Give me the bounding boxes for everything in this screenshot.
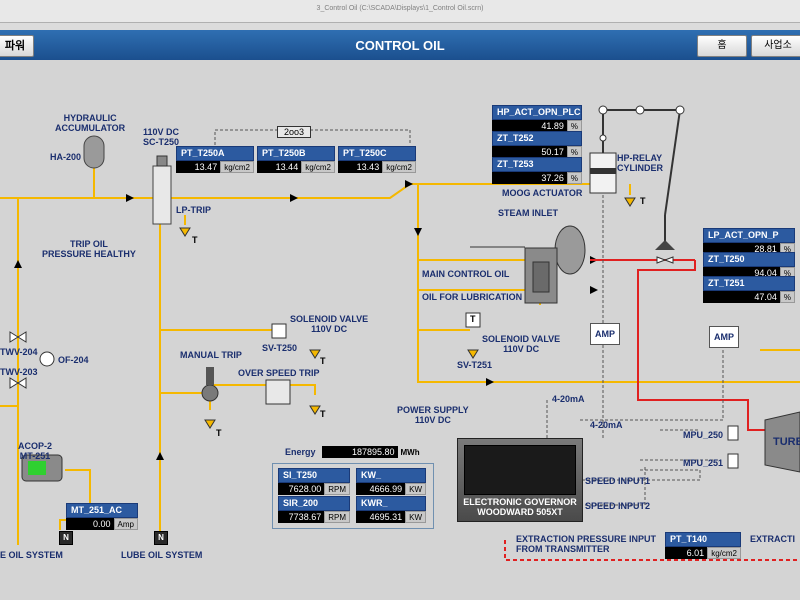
of204-label: OF-204: [58, 355, 89, 365]
power-tab[interactable]: 파워: [0, 35, 34, 57]
steam-inlet-label: STEAM INLET: [498, 208, 558, 218]
turbine-label: TURB: [773, 436, 800, 448]
zt-t252-display[interactable]: ZT_T252 50.17%: [492, 131, 582, 158]
instrument-lines: [214, 129, 724, 506]
accumulator-label: HYDRAULIC ACCUMULATOR: [55, 113, 126, 133]
ma1-label: 4-20mA: [552, 394, 585, 404]
ha200-label: HA-200: [50, 152, 82, 162]
home-button[interactable]: 홈: [697, 35, 747, 57]
overspeed-trip-icon: [265, 379, 291, 405]
solenoid-s-label: T: [470, 314, 476, 324]
filter-icon: [39, 351, 55, 367]
extraction-label: EXTRACTION PRESSURE INPUT FROM TRANSMITT…: [516, 534, 657, 554]
lube-oil-system-left-label: E OIL SYSTEM: [0, 550, 63, 560]
solenoid-valve-icon: [271, 323, 287, 339]
twv203-label: TWV-203: [0, 367, 38, 377]
header-bar: CONTROL OIL: [0, 30, 800, 60]
twv204-label: TWV-204: [0, 347, 38, 357]
accumulator-icon: [83, 135, 105, 169]
sv-t251-label: SV-T251: [457, 360, 493, 370]
drain-t3: T: [320, 356, 326, 366]
flow-arrows: [14, 180, 598, 460]
steam-valve-icon: [554, 225, 586, 275]
voting-label: 2oo3: [277, 126, 312, 138]
amp-box-2: AMP: [709, 326, 739, 348]
trip-oil-label: TRIP OIL PRESSURE HEALTHY: [42, 239, 136, 259]
manual-trip-label: MANUAL TRIP: [180, 350, 242, 360]
manual-trip-icon: [201, 384, 219, 402]
overspeed-trip-label: OVER SPEED TRIP: [238, 368, 320, 378]
window-title: 3_Control Oil (C:\SCADA\Displays\1_Contr…: [316, 5, 484, 12]
ma2-label: 4-20mA: [590, 420, 623, 430]
oil-lines: [0, 168, 800, 545]
window-titlebar: 3_Control Oil (C:\SCADA\Displays\1_Contr…: [0, 0, 800, 23]
page-title: CONTROL OIL: [355, 38, 445, 53]
sv-t250-label: SV-T250: [262, 343, 298, 353]
energy-value: 187895.80: [321, 446, 398, 458]
mpu250-label: MPU_250: [683, 430, 724, 440]
drain-t5: T: [320, 409, 326, 419]
hp-relay-label: HP-RELAY CYLINDER: [617, 153, 664, 173]
electronic-governor[interactable]: ELECTRONIC GOVERNOR WOODWARD 505XT: [457, 438, 583, 522]
sc-t250-label: 110V DC SC-T250: [143, 127, 180, 147]
lube-oil-system-label: LUBE OIL SYSTEM: [121, 550, 203, 560]
governor-label: ELECTRONIC GOVERNOR WOODWARD 505XT: [463, 497, 577, 517]
solenoid-mid-label: SOLENOID VALVE 110V DC: [482, 334, 561, 354]
moog-label: MOOG ACTUATOR: [502, 188, 583, 198]
solenoid-top-label: SOLENOID VALVE 110V DC: [290, 314, 369, 334]
amp-box-1: AMP: [590, 323, 620, 345]
n-box-1: N: [59, 531, 73, 545]
governor-screen: [464, 445, 576, 495]
energy-label: Energy: [285, 447, 316, 457]
lp-trip-block: [152, 165, 172, 225]
speed-input1-label: SPEED INPUT1: [585, 476, 651, 486]
energy-display[interactable]: Energy 187895.80 MWh: [285, 446, 420, 458]
mpu251-label: MPU_251: [683, 458, 724, 468]
n-box-2: N: [154, 531, 168, 545]
main-control-oil-label: MAIN CONTROL OIL: [422, 269, 510, 279]
drain-t1: T: [192, 235, 198, 245]
acop2-label: ACOP-2 MT-251: [18, 441, 53, 461]
lp-trip-label: LP-TRIP: [176, 205, 211, 215]
energy-unit: MWh: [400, 447, 420, 457]
power-supply-label: POWER SUPPLY 110V DC: [397, 405, 469, 425]
extraction2-label: EXTRACTI: [750, 534, 795, 544]
valve-icons: [9, 256, 674, 389]
drain-t4: T: [216, 428, 222, 438]
signal-lines: [590, 259, 800, 431]
hp-act-display[interactable]: HP_ACT_OPN_PLC 41.89%: [492, 105, 582, 132]
zt-t251-display[interactable]: ZT_T251 47.04%: [703, 276, 795, 303]
turbine-icon: [764, 411, 800, 473]
zt-t253-display[interactable]: ZT_T253 37.26%: [492, 157, 582, 184]
drain-t2: T: [640, 196, 646, 206]
oil-lubrication-label: OIL FOR LUBRICATION: [422, 292, 523, 302]
site-button[interactable]: 사업소: [751, 35, 800, 57]
lp-act-display[interactable]: LP_ACT_OPN_P 28.81%: [703, 228, 795, 255]
drain-icons: [179, 197, 636, 429]
zt-t250-display[interactable]: ZT_T250 94.04%: [703, 252, 795, 279]
speed-input2-label: SPEED INPUT2: [585, 501, 651, 511]
